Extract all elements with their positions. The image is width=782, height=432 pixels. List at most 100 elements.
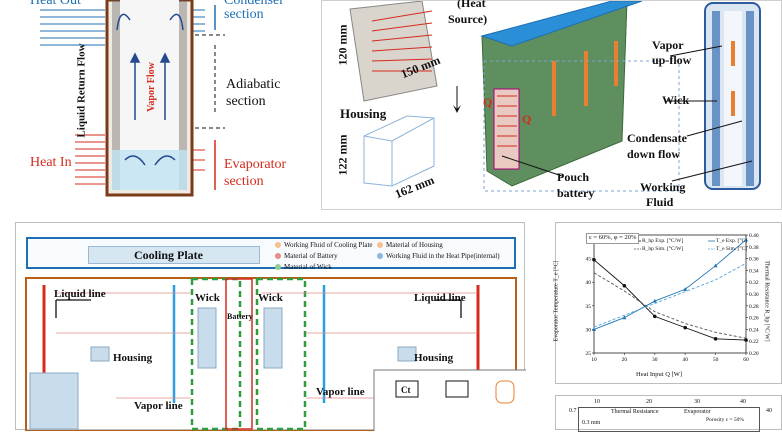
condensate-label-2: down flow	[627, 147, 681, 161]
series-0-point	[653, 314, 657, 319]
y-left-tick-label: 40	[586, 280, 592, 286]
table-cell-1: 0.3 mm	[582, 420, 601, 426]
dim-120-label: 120 mm	[335, 24, 350, 66]
y-right-tick-label: 0.24	[749, 327, 759, 333]
x-tick-label: 40	[682, 357, 688, 363]
y-right-tick-label: 0.32	[749, 280, 759, 286]
legend-item-3: Material of Wick	[284, 263, 332, 271]
plot-frame	[593, 234, 747, 354]
legend-item-2: Material of Battery	[284, 252, 338, 260]
q-label-2: Q	[522, 112, 532, 126]
liquid-line-left-label: Liquid line	[54, 288, 106, 300]
series-1-point	[713, 263, 718, 268]
chart-ylabel-right: Thermal Resistance R_hp [°C/W]	[763, 260, 770, 342]
series-0-point	[592, 257, 596, 262]
y-right-tick-label: 0.26	[749, 316, 759, 322]
thermal-network-diagram	[25, 242, 526, 431]
series-1-point	[744, 237, 748, 242]
x-tick-label: 30	[652, 357, 658, 363]
chart-ylabel-left: Evaporator Temperature T_e [°C]	[553, 260, 560, 342]
adiabatic-label: Adiabatic	[226, 77, 281, 92]
y-right-tick-label: 0.34	[749, 268, 759, 274]
working-fluid-label-2: Fluid	[646, 195, 674, 209]
series-1-point	[683, 287, 688, 291]
y-right-tick-label: 0.28	[749, 304, 759, 310]
x-tick-label: 50	[713, 357, 719, 363]
battery-3d-diagram	[349, 1, 761, 192]
series-1-point	[622, 315, 627, 320]
chart-xlabel: Heat Input Q [W]	[636, 371, 683, 378]
vapor-upflow-label-1: Vapor	[652, 38, 684, 52]
series-0-point	[622, 283, 627, 288]
y-right-tick-label: 0.40	[749, 233, 759, 239]
evaporator-section-label: section	[224, 174, 264, 189]
performance-chart: 1020304050602530354045500.200.220.240.26…	[586, 233, 759, 363]
vapor-flow-label: Vapor Flow	[145, 62, 157, 112]
series-line-0	[593, 259, 747, 341]
y-left-tick-label: 30	[586, 327, 592, 333]
pouch-battery-label-2: battery	[557, 186, 595, 200]
table-col-10: 10	[594, 399, 600, 405]
table-col-30: 30	[694, 399, 700, 405]
series-1-point	[652, 298, 657, 303]
legend-item-1: Working Fluid of Cooling Plate	[284, 241, 373, 249]
pouch-battery-label-1: Pouch	[557, 170, 590, 184]
liquid-return-flow-label: Liquid Return Flow	[75, 43, 88, 138]
table-cell-2: Thermal Resistance	[611, 409, 659, 415]
heat-pipe-diagram	[40, 0, 225, 197]
adiabatic-section-label: section	[226, 94, 266, 109]
evaporator-label: Evaporator	[224, 157, 287, 172]
series-1-point	[592, 327, 596, 331]
chart-condition-label: ε = 60%, φ = 20%	[586, 233, 640, 244]
chart-legend-1: R_hp Exp. [°C/W]	[642, 238, 684, 244]
y-left-tick-label: 35	[586, 304, 592, 310]
cooling-plate-inner	[88, 246, 260, 264]
y-right-tick-label: 0.38	[749, 245, 759, 251]
battery-label: Battery	[227, 312, 253, 321]
dim-122-label: 122 mm	[335, 134, 350, 176]
table-col-40: 40	[740, 399, 746, 405]
heat-source-label-1: (Heat	[457, 0, 486, 10]
series-0-point	[683, 325, 687, 330]
cooling-plate-label: Cooling Plate	[134, 248, 203, 262]
legend-item-4: Material of Housing	[386, 241, 443, 249]
working-fluid-label-1: Working	[640, 180, 686, 194]
vapor-upflow-label-2: up-flow	[652, 53, 692, 67]
heat-in-label: Heat In	[30, 155, 72, 170]
series-0-point	[744, 338, 748, 342]
table-right-val: 40	[766, 408, 772, 414]
battery-heatpipe-panel: 120 mm 150 mm (Heat Source) Housing 122 …	[321, 0, 782, 210]
y-left-tick-label: 25	[586, 351, 592, 357]
x-tick-label: 60	[743, 357, 749, 363]
table-col-20: 20	[646, 399, 652, 405]
vapor-line-right-label: Vapor line	[316, 386, 365, 398]
heat-out-label: Heat Out	[30, 0, 81, 8]
table-cell-4: Porosity ε = 50%	[706, 417, 744, 423]
y-right-tick-label: 0.22	[749, 339, 759, 345]
legend-item-5: Working Fluid in the Heat Pipe(internal)	[386, 252, 500, 260]
x-tick-label: 20	[622, 357, 628, 363]
series-line-2	[593, 272, 747, 339]
chart-legend-3: R_hp Sim. [°C/W]	[642, 246, 684, 252]
y-left-tick-label: 45	[586, 257, 592, 263]
series-line-3	[593, 262, 747, 328]
housing-right-label: Housing	[414, 352, 454, 364]
housing-label: Housing	[340, 106, 387, 121]
condensate-label-1: Condensate	[627, 131, 688, 145]
chart-legend-2: T_e Exp. [°C]	[716, 238, 748, 244]
series-0-point	[713, 337, 718, 341]
thermal-network-panel: Cooling Plate Working Fluid of Cooling P…	[15, 222, 526, 431]
chart-panel: 1020304050602530354045500.200.220.240.26…	[553, 222, 782, 384]
condenser-section-label: section	[224, 7, 264, 22]
wick-left-label: Wick	[195, 292, 220, 304]
condenser-label: Condenser	[224, 0, 284, 8]
component-ct-label: Ct	[401, 385, 411, 395]
table-cell-3: Evaporator	[684, 409, 711, 415]
wick-label: Wick	[662, 93, 690, 107]
housing-left-label: Housing	[113, 352, 153, 364]
table-cell-0: 0.7	[569, 408, 577, 414]
heat-source-label-2: Source)	[448, 12, 488, 26]
liquid-line-right-label: Liquid line	[414, 292, 466, 304]
x-tick-label: 10	[591, 357, 597, 363]
heat-pipe-panel: Heat Out Condenser section Adiabatic sec…	[0, 0, 300, 210]
